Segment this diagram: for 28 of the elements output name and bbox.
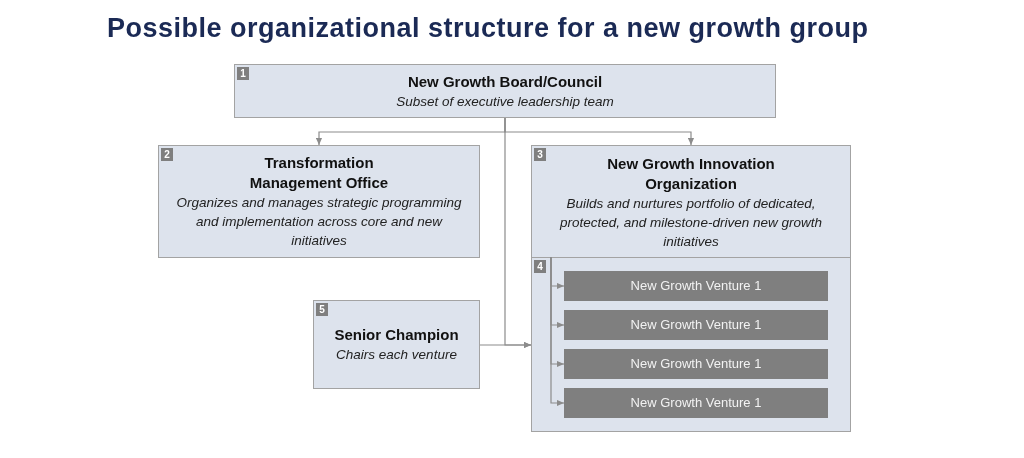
connector-arrow	[550, 256, 565, 407]
box-description: Builds and nurtures portfolio of dedicated, protected, and milestone-driven new growth initiatives	[558, 194, 823, 251]
board-box	[234, 64, 776, 118]
venture-label: New Growth Venture 1	[630, 356, 762, 372]
venture-label: New Growth Venture 1	[630, 278, 762, 294]
box-heading: Senior Champion	[334, 325, 459, 345]
box-description: Organizes and manages strategic programming and implementation across core and new initiatives	[175, 194, 463, 250]
callout-number: 1	[237, 67, 249, 80]
callout-number: 5	[316, 303, 328, 316]
box-heading: New Growth Innovation Organization	[606, 153, 776, 194]
callout-number: 2	[161, 148, 173, 161]
venture-label: New Growth Venture 1	[630, 395, 762, 411]
venture-bar	[564, 388, 828, 418]
diagram-title: Possible organizational structure for a new growth group	[107, 12, 869, 44]
venture-bar	[564, 349, 828, 379]
box-heading: Transformation Management Office	[248, 153, 390, 193]
organization-box	[531, 145, 851, 432]
venture-bar	[564, 271, 828, 301]
callout-number: 3	[534, 148, 546, 161]
office-box	[158, 145, 480, 258]
box-description: Chairs each venture	[336, 346, 457, 364]
box-heading: New Growth Board/Council	[407, 71, 603, 92]
box-description: Subset of executive leadership team	[396, 92, 614, 111]
connector-arrow	[479, 341, 532, 349]
champion-box	[313, 300, 480, 389]
venture-label: New Growth Venture 1	[630, 317, 762, 333]
callout-number: 4	[534, 260, 546, 273]
venture-bar	[564, 310, 828, 340]
